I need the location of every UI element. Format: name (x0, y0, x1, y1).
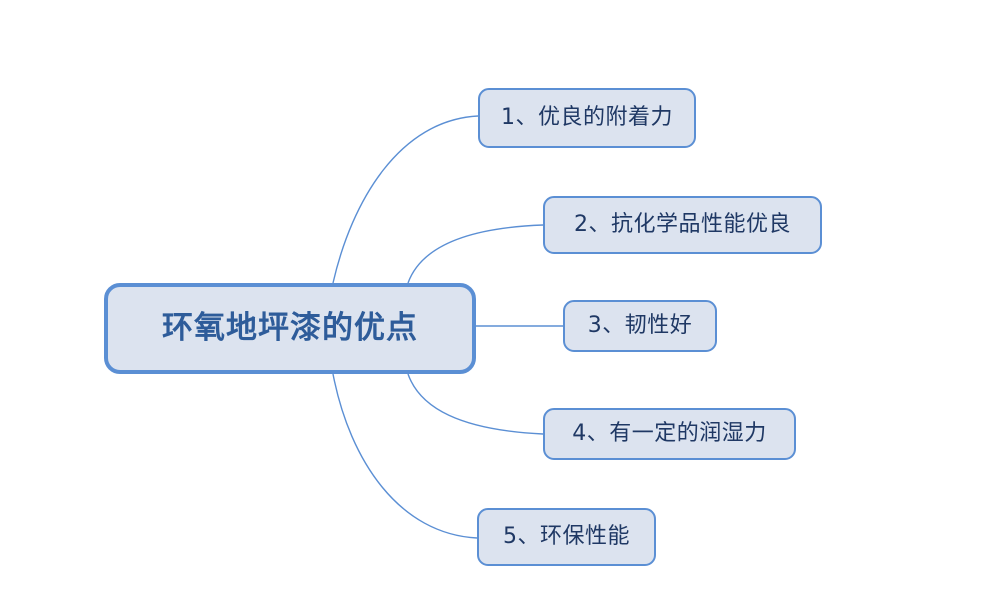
connector-to-branch-1 (332, 115, 479, 284)
branch-node-5-label: 5、环保性能 (503, 523, 630, 549)
connector-to-branch-2 (407, 224, 544, 284)
branch-node-4[interactable]: 4、有一定的润湿力 (543, 408, 796, 460)
connector-to-branch-5 (332, 373, 478, 539)
branch-node-2[interactable]: 2、抗化学品性能优良 (543, 196, 822, 254)
branch-node-4-label: 4、有一定的润湿力 (572, 420, 767, 446)
connector-to-branch-4 (407, 373, 544, 435)
central-node[interactable]: 环氧地坪漆的优点 (104, 283, 476, 374)
central-node-label: 环氧地坪漆的优点 (162, 310, 418, 347)
branch-node-1-label: 1、优良的附着力 (501, 104, 673, 130)
branch-node-1[interactable]: 1、优良的附着力 (478, 88, 696, 148)
branch-node-5[interactable]: 5、环保性能 (477, 508, 656, 566)
branch-node-3[interactable]: 3、韧性好 (563, 300, 717, 352)
branch-node-3-label: 3、韧性好 (587, 312, 693, 338)
branch-node-2-label: 2、抗化学品性能优良 (574, 211, 791, 237)
